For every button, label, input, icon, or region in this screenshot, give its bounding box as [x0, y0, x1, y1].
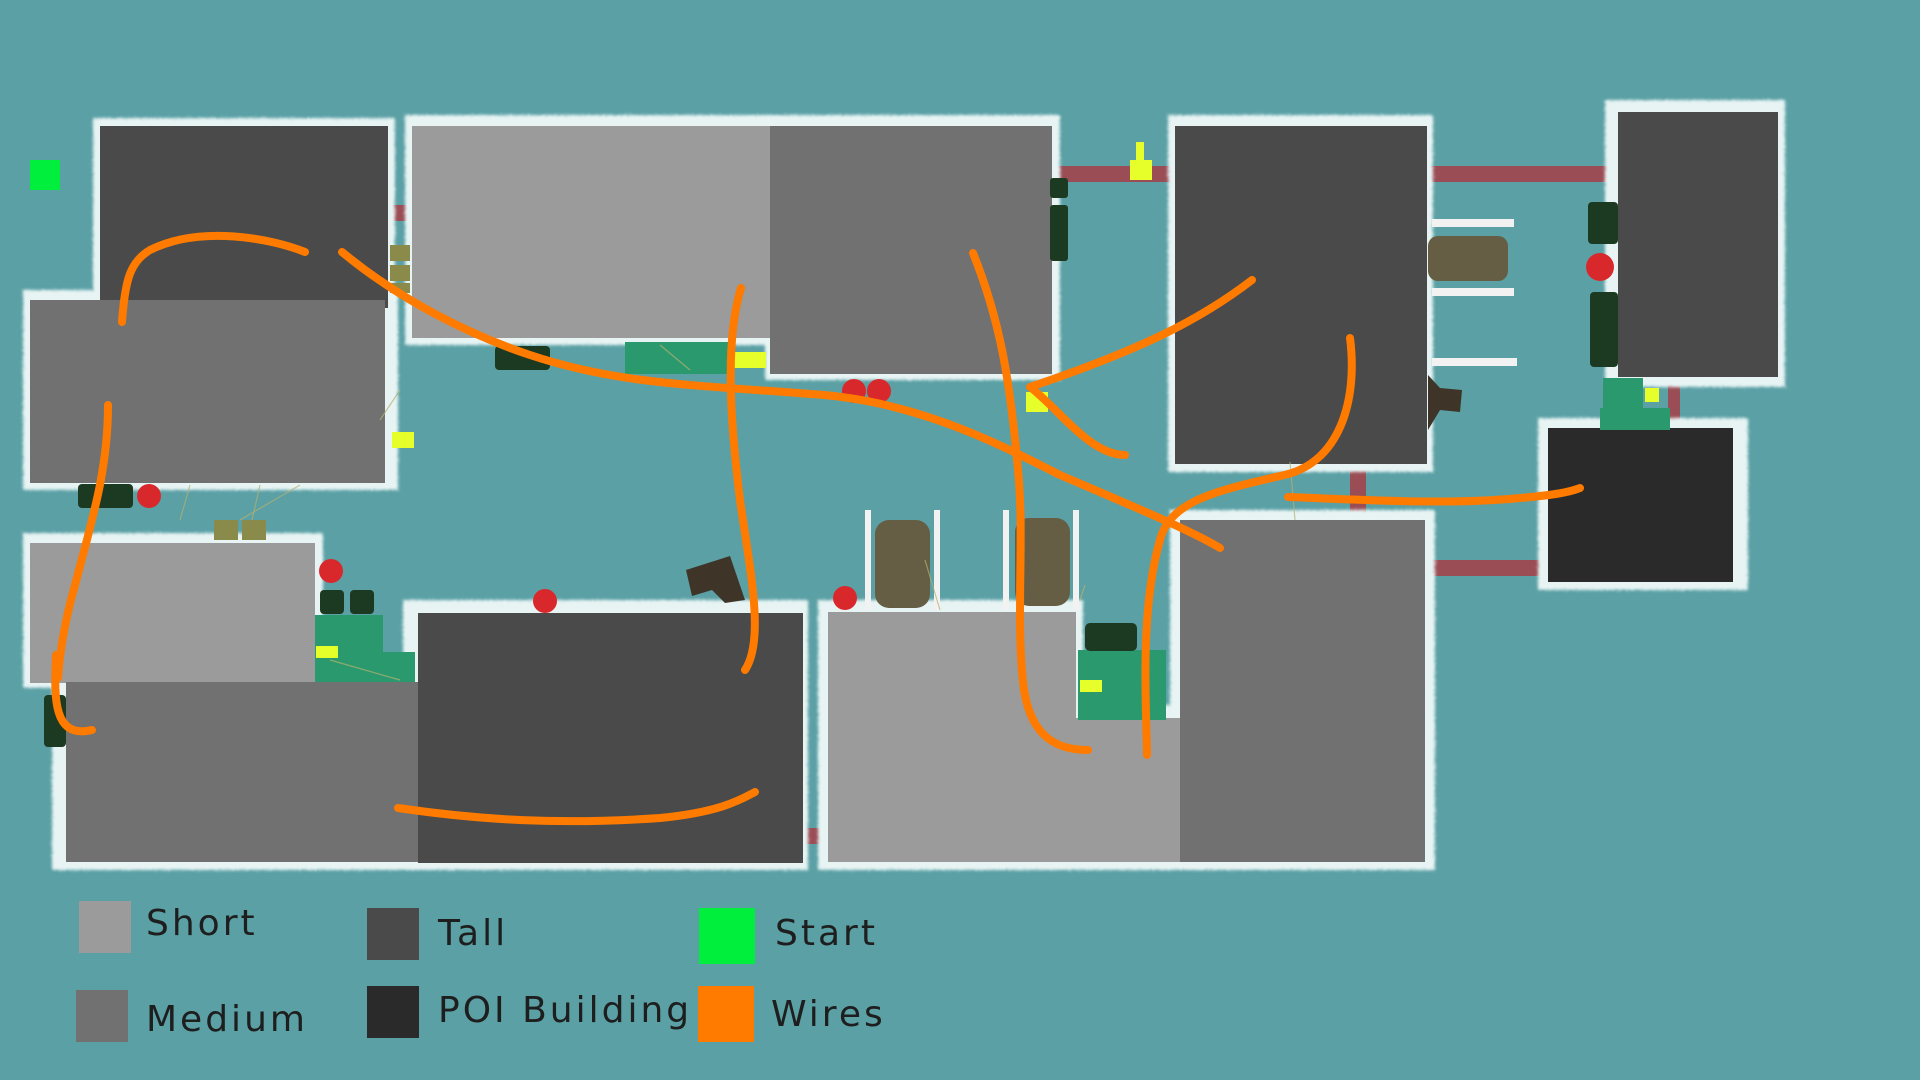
medium-building: [66, 682, 421, 862]
container: [1600, 408, 1670, 430]
wire: [1284, 484, 1584, 506]
legend-swatch-start: [699, 908, 755, 964]
olive-crate: [390, 245, 410, 261]
legend-swatch-tall: [367, 908, 419, 960]
lamp: [1645, 388, 1659, 402]
red-markers: [137, 253, 1614, 613]
vehicle: [320, 590, 344, 614]
tall-building: [1618, 112, 1778, 377]
cables: [179, 344, 1296, 681]
vehicle: [350, 590, 374, 614]
marker: [1586, 253, 1614, 281]
marker: [833, 586, 857, 610]
olive-crate: [390, 265, 410, 281]
lamp: [1136, 142, 1144, 162]
marker: [137, 484, 161, 508]
lamp: [392, 432, 414, 448]
wire: [118, 231, 309, 326]
lamps: [316, 142, 1659, 692]
vehicle: [1085, 623, 1137, 651]
marker: [867, 379, 891, 403]
tank: [1015, 518, 1070, 606]
tall-building: [100, 126, 388, 308]
vehicle: [1050, 205, 1068, 261]
lamp: [734, 352, 766, 368]
tall-building: [418, 613, 803, 863]
short-building: [30, 543, 315, 683]
vehicle: [495, 346, 550, 370]
bridge: [1425, 166, 1620, 182]
tank: [1428, 236, 1508, 281]
legend-swatch-short: [79, 901, 131, 953]
short-building: [1075, 718, 1185, 862]
marker: [319, 559, 343, 583]
medium-building: [1180, 520, 1425, 862]
short-building: [828, 612, 1076, 862]
vehicle: [1588, 202, 1618, 244]
olive-crate: [214, 520, 238, 540]
vehicle: [1050, 178, 1068, 198]
bridge: [1350, 462, 1366, 524]
medium-building: [770, 126, 1052, 374]
bridge: [1425, 560, 1550, 576]
wire: [51, 651, 96, 736]
vehicle: [78, 484, 133, 508]
tank: [875, 520, 930, 608]
rails: [865, 219, 1517, 610]
wire: [394, 788, 759, 826]
wire: [969, 249, 1092, 754]
wire: [1026, 276, 1256, 459]
debris: [686, 556, 745, 603]
tall-building: [1175, 126, 1427, 464]
legend-label-short: Short: [146, 903, 258, 944]
lamp: [1080, 680, 1102, 692]
legend-label-poi: POI Building: [438, 990, 693, 1031]
container: [625, 342, 730, 374]
legend-label-wires: Wires: [771, 994, 886, 1035]
medium-building: [30, 300, 385, 483]
buildings: [30, 112, 1778, 863]
legend-swatch-wires: [698, 986, 754, 1042]
wire: [726, 284, 759, 674]
lamp: [316, 646, 338, 658]
wire: [338, 248, 1224, 552]
bridge: [1668, 378, 1680, 430]
legend-label-medium: Medium: [146, 999, 308, 1040]
legend: [76, 901, 755, 1042]
poi-building: [1548, 428, 1733, 582]
vehicle: [1590, 292, 1618, 367]
olive-crate: [242, 520, 266, 540]
legend-label-tall: Tall: [438, 913, 509, 954]
wires: [51, 231, 1584, 826]
legend-swatch-poi: [367, 986, 419, 1038]
legend-swatch-medium: [76, 990, 128, 1042]
debris: [1428, 375, 1462, 430]
lamp: [1130, 160, 1152, 180]
props: [44, 142, 1670, 747]
wire: [1141, 334, 1356, 759]
wire: [54, 401, 112, 682]
marker: [533, 589, 557, 613]
start-point: [30, 160, 60, 190]
container: [1603, 378, 1643, 410]
olive-crate: [390, 283, 410, 293]
short-building: [412, 126, 770, 338]
legend-label-start: Start: [775, 913, 878, 954]
